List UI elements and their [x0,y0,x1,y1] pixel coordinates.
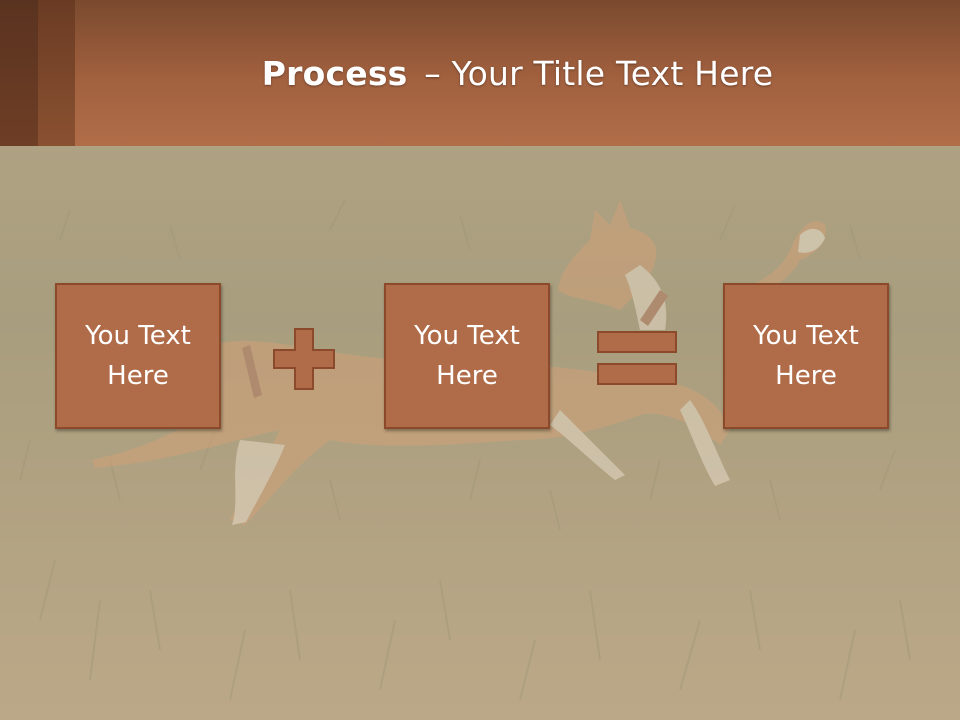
equals-icon [597,331,677,385]
header-band [0,0,960,146]
header-accent-stripe [38,0,75,146]
slide-title-rest: – Your Title Text Here [413,53,774,93]
process-box-2[interactable]: You Text Here [384,283,550,429]
process-box-1[interactable]: You Text Here [55,283,221,429]
process-box-3[interactable]: You Text Here [723,283,889,429]
plus-icon [273,328,335,390]
header-accent-stripe [0,0,38,146]
slide-title[interactable]: Process – Your Title Text Here [75,0,960,146]
slide-title-bold: Process [261,53,408,93]
